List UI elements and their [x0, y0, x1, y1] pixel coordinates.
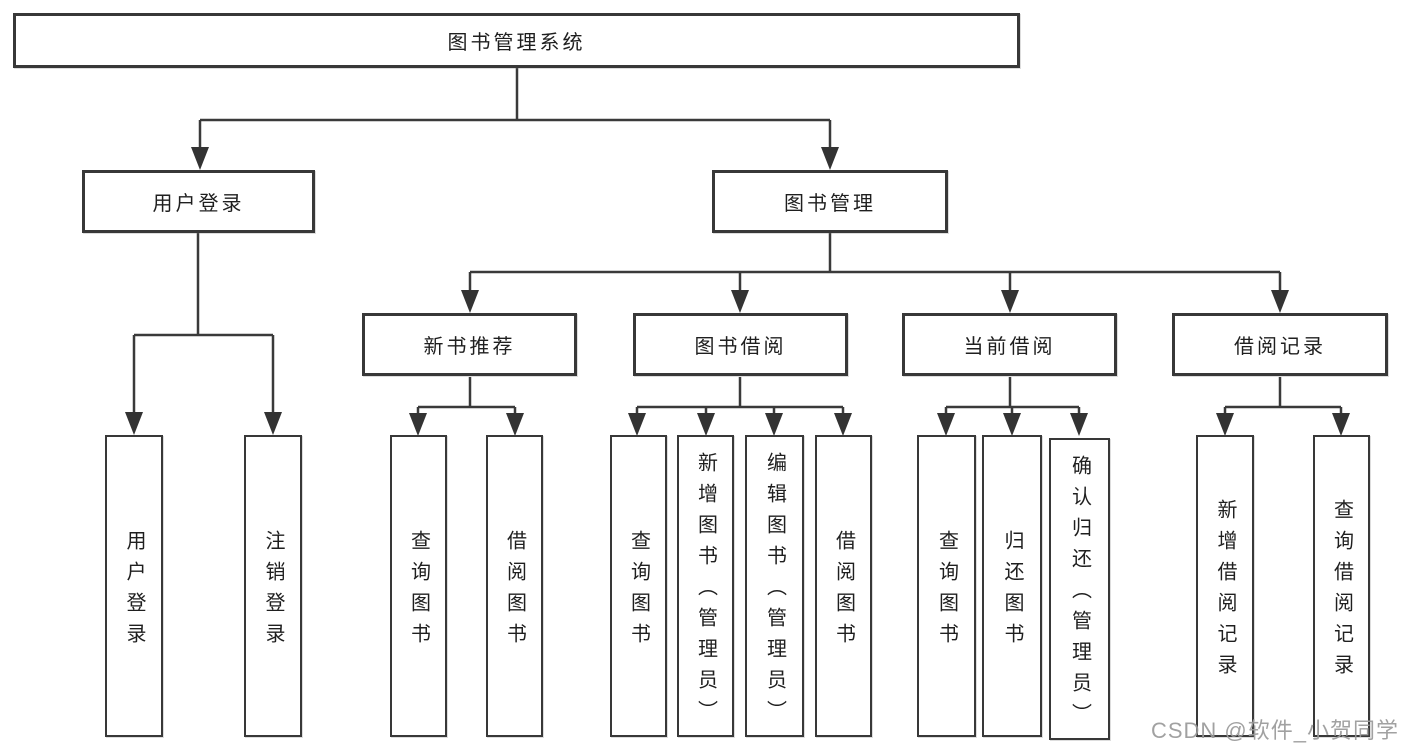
leaf-query-books-recommend: 查询图书	[390, 435, 447, 737]
node-new-book-recommend: 新书推荐	[362, 313, 577, 376]
node-user-login: 用户登录	[82, 170, 315, 233]
leaf-user-login: 用户登录	[105, 435, 163, 737]
node-current-borrow: 当前借阅	[902, 313, 1117, 376]
leaf-confirm-return-admin: 确认归还（管理员）	[1049, 438, 1110, 740]
node-book-management: 图书管理	[712, 170, 948, 233]
arrowheads	[125, 147, 1350, 436]
leaf-borrow-books-recommend: 借阅图书	[486, 435, 543, 737]
leaf-add-book-admin: 新增图书（管理员）	[677, 435, 734, 737]
watermark: CSDN @软件_小贺同学	[1150, 718, 1399, 743]
leaf-add-borrow-record: 新增借阅记录	[1196, 435, 1254, 737]
leaf-edit-book-admin: 编辑图书（管理员）	[745, 435, 804, 737]
leaf-query-books-current: 查询图书	[917, 435, 976, 737]
leaf-return-book: 归还图书	[982, 435, 1042, 737]
node-root-system: 图书管理系统	[13, 13, 1020, 68]
leaf-logout: 注销登录	[244, 435, 302, 737]
leaf-query-books-borrow: 查询图书	[610, 435, 667, 737]
node-borrow-records: 借阅记录	[1172, 313, 1388, 376]
leaf-query-borrow-record: 查询借阅记录	[1313, 435, 1370, 737]
leaf-borrow-books-borrow: 借阅图书	[815, 435, 872, 737]
node-book-borrow: 图书借阅	[633, 313, 848, 376]
